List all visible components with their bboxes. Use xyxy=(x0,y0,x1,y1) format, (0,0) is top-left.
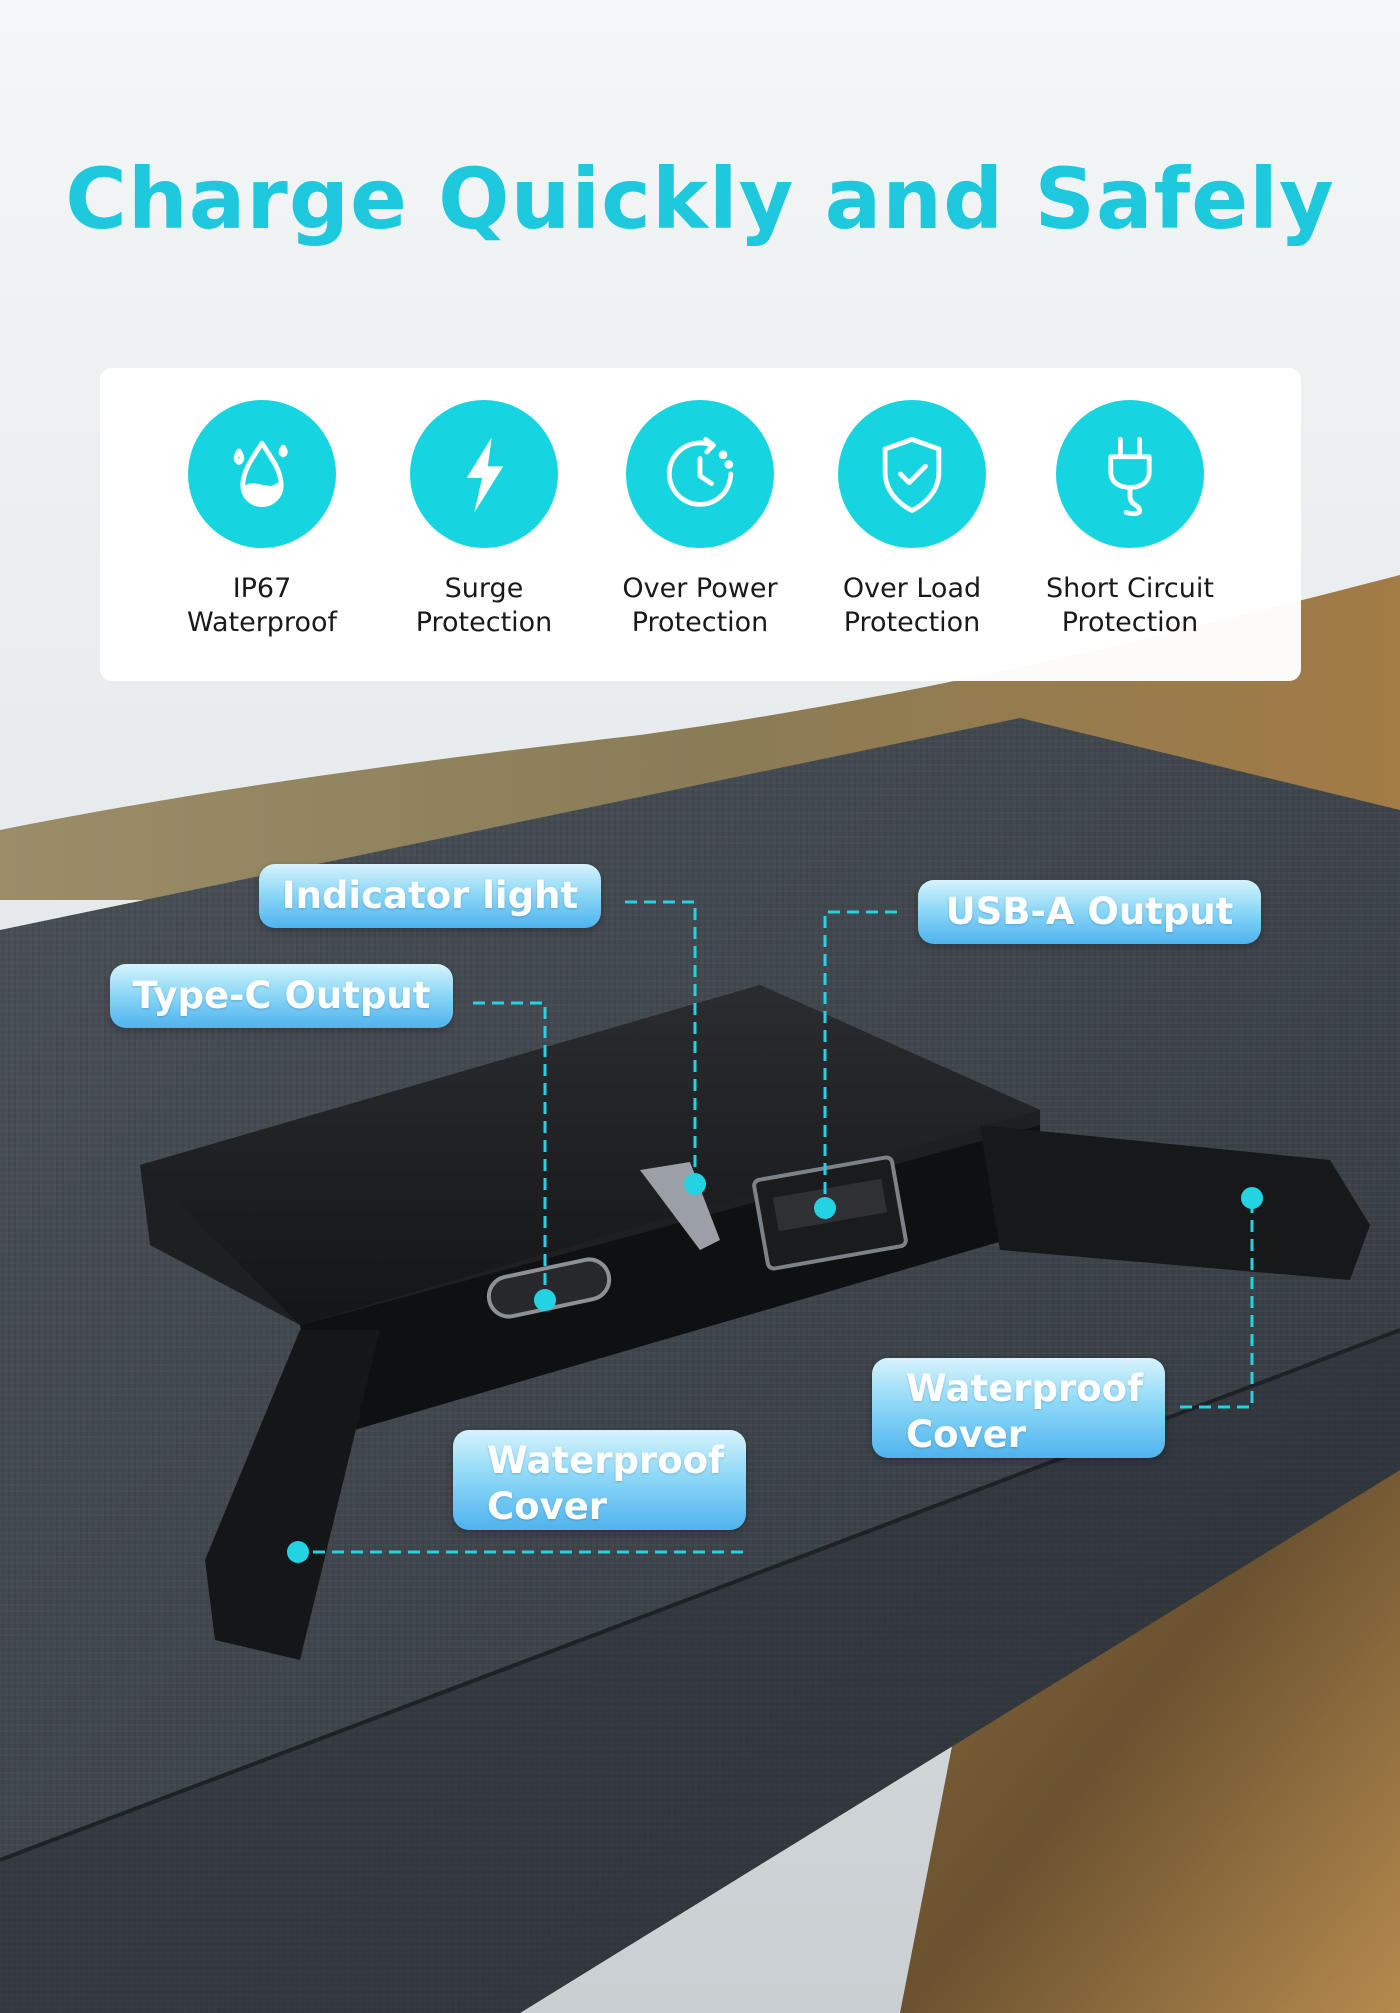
callout-usb-a-output: USB-A Output xyxy=(918,880,1261,944)
shield-check-icon xyxy=(838,400,986,548)
lightning-bolt-icon xyxy=(410,400,558,548)
plug-icon xyxy=(1056,400,1204,548)
water-drop-icon xyxy=(188,400,336,548)
callout-type-c-output: Type-C Output xyxy=(110,964,453,1028)
headline: Charge Quickly and Safely xyxy=(65,150,1335,248)
callout-indicator-light: Indicator light xyxy=(259,864,601,928)
clock-refresh-icon xyxy=(626,400,774,548)
